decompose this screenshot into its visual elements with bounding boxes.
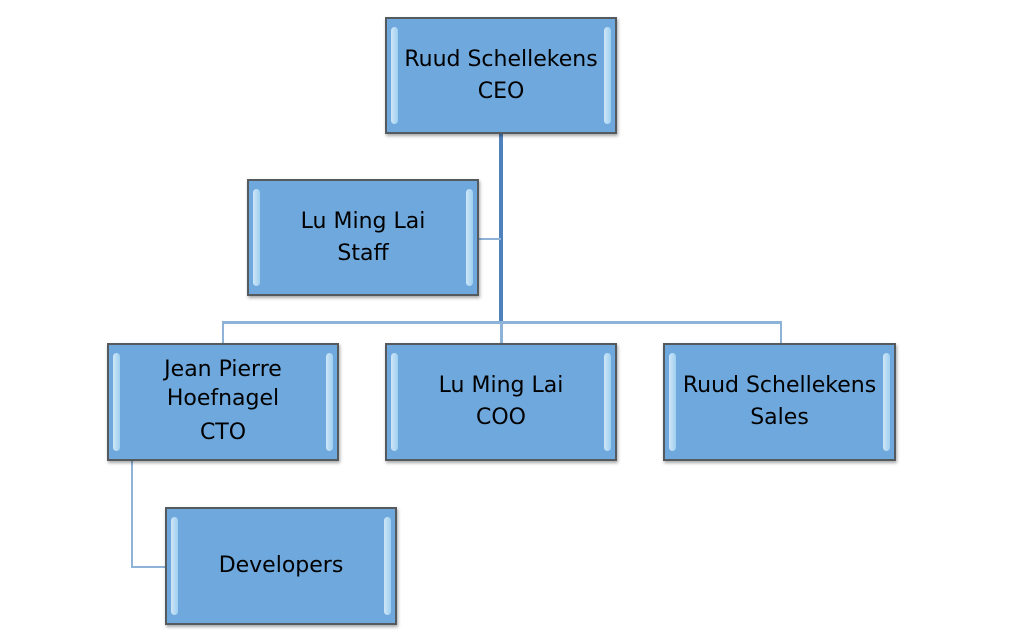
connector-ceo-trunk [499, 134, 503, 324]
node-sales[interactable]: Ruud Schellekens Sales [663, 343, 896, 461]
node-ceo[interactable]: Ruud Schellekens CEO [385, 17, 617, 134]
node-cto-role: CTO [199, 420, 247, 446]
node-developers[interactable]: Developers [165, 507, 397, 625]
node-coo[interactable]: Lu Ming Lai COO [385, 343, 617, 461]
node-sales-role: Sales [750, 405, 809, 430]
connector-cto-developers [131, 566, 165, 568]
connector-bus-cto [222, 321, 224, 343]
node-staff-role: Staff [337, 240, 389, 266]
node-developers-name: Developers [218, 553, 344, 579]
connector-cto-down [131, 461, 133, 568]
node-coo-role: COO [476, 405, 526, 430]
connector-bus-sales [780, 321, 782, 343]
node-ceo-role: CEO [477, 78, 525, 104]
node-coo-name: Lu Ming Lai [438, 373, 564, 399]
connector-bus-coo [500, 321, 503, 343]
connector-ceo-staff [479, 238, 501, 240]
node-sales-name: Ruud Schellekens [682, 373, 877, 399]
node-cto[interactable]: Jean Pierre Hoefnagel CTO [107, 343, 339, 461]
node-staff-name: Lu Ming Lai [300, 208, 426, 234]
node-cto-name: Jean Pierre Hoefnagel [164, 357, 282, 411]
node-staff[interactable]: Lu Ming Lai Staff [247, 179, 479, 296]
node-ceo-name: Ruud Schellekens [404, 46, 598, 72]
